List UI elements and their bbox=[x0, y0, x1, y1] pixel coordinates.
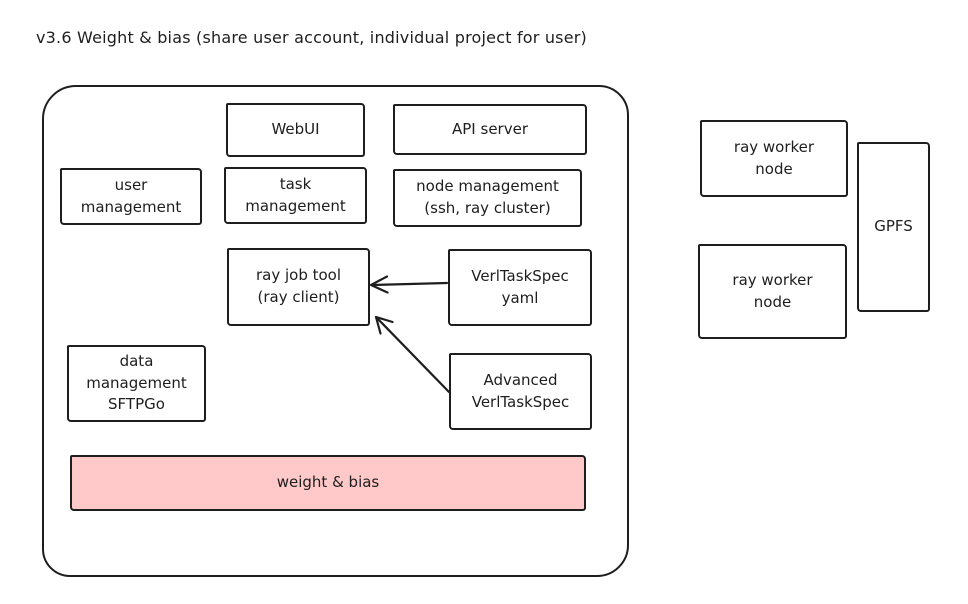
box-node-management: node management (ssh, ray cluster) bbox=[393, 169, 582, 227]
box-ray-worker-node-1: ray worker node bbox=[700, 120, 848, 197]
box-gpfs: GPFS bbox=[857, 142, 930, 312]
box-ray-job-tool: ray job tool (ray client) bbox=[227, 248, 370, 326]
platform-group-frame bbox=[42, 85, 629, 577]
diagram-title: v3.6 Weight & bias (share user account, … bbox=[36, 28, 587, 47]
box-user-management: user management bbox=[60, 168, 202, 225]
box-task-management: task management bbox=[224, 167, 367, 224]
box-ray-worker-node-2: ray worker node bbox=[698, 244, 847, 339]
box-data-management-sftpgo: data management SFTPGo bbox=[67, 345, 206, 422]
box-webui: WebUI bbox=[226, 103, 365, 157]
box-advanced-verltaskspec: Advanced VerlTaskSpec bbox=[449, 353, 592, 430]
box-api-server: API server bbox=[393, 104, 587, 155]
box-weight-and-bias: weight & bias bbox=[70, 455, 586, 511]
box-verltaskspec-yaml: VerlTaskSpec yaml bbox=[448, 249, 592, 326]
